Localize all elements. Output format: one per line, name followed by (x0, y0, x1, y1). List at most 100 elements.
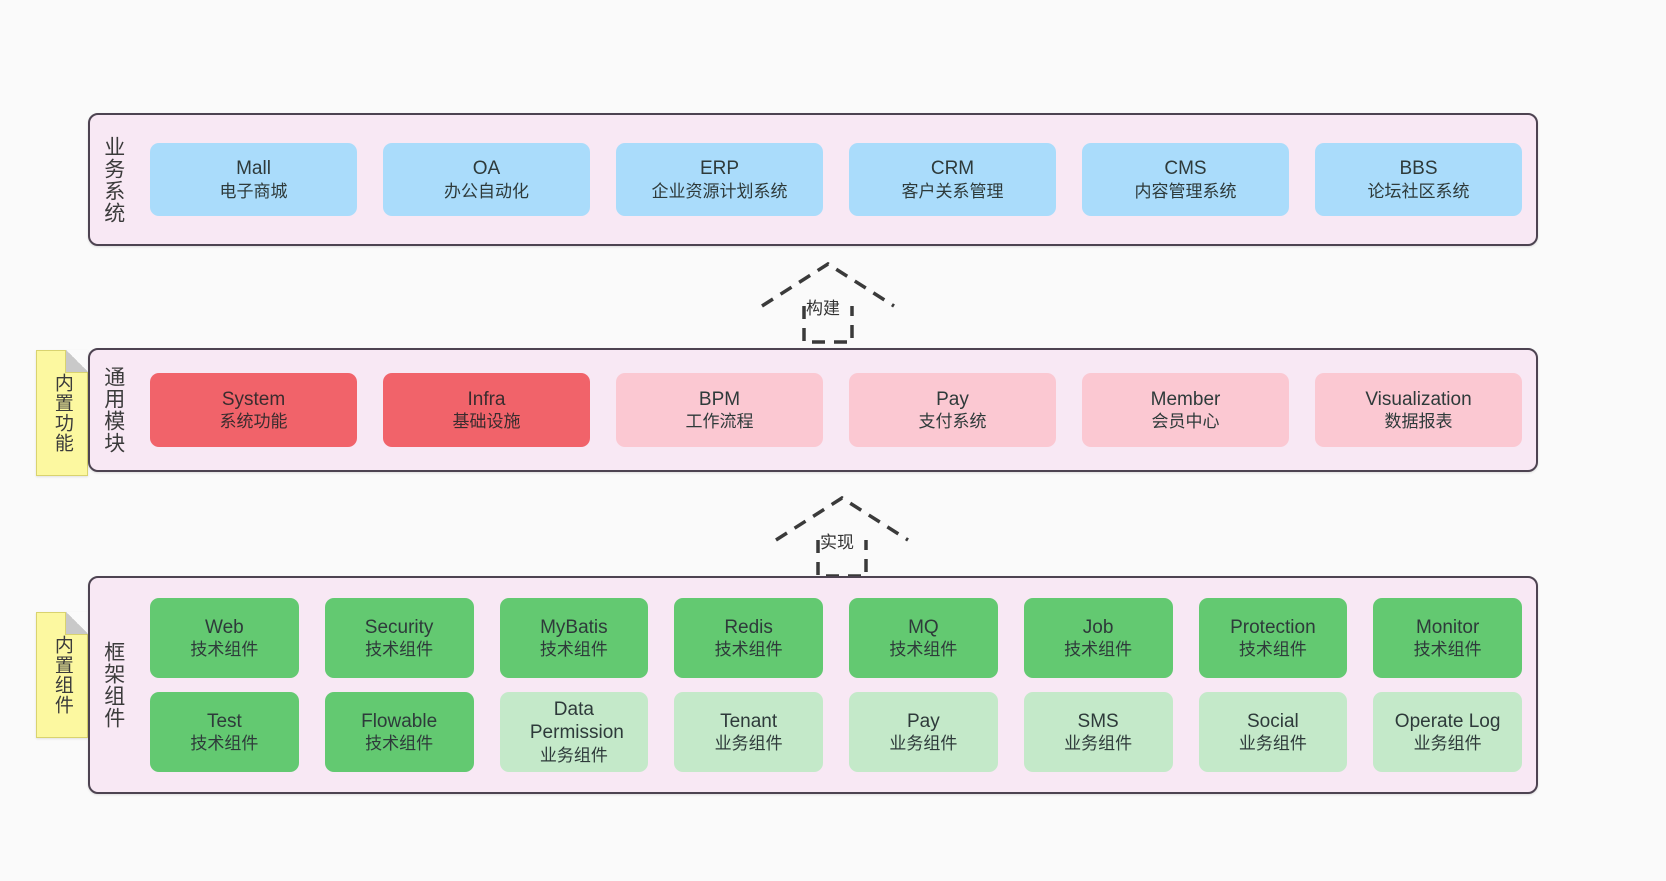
note-builtin-features: 内置功能 (36, 350, 88, 476)
node-bbs-name: BBS (1399, 158, 1438, 179)
node-system[interactable]: System 系统功能 (150, 373, 357, 447)
node-security-name: Security (364, 616, 434, 638)
layer-business-system: 业务系统 Mall 电子商城 OA 办公自动化 ERP 企业资源计划系统 CRM (88, 113, 1538, 246)
node-bpm[interactable]: BPM 工作流程 (616, 373, 823, 447)
layer-business-system-body: Mall 电子商城 OA 办公自动化 ERP 企业资源计划系统 CRM 客户关系… (136, 115, 1536, 244)
node-monitor-name: Monitor (1415, 616, 1480, 638)
node-sms-sub: 业务组件 (1064, 734, 1133, 754)
node-mall[interactable]: Mall 电子商城 (150, 143, 357, 216)
node-pay-module[interactable]: Pay 支付系统 (849, 373, 1056, 447)
node-data-permission-name: Data Permission (529, 698, 624, 744)
node-job-sub: 技术组件 (1064, 640, 1133, 660)
connector-build-arrowhead (761, 261, 895, 308)
layer-business-system-row: Mall 电子商城 OA 办公自动化 ERP 企业资源计划系统 CRM 客户关系… (150, 143, 1522, 216)
node-bbs[interactable]: BBS 论坛社区系统 (1315, 143, 1522, 216)
node-bpm-name: BPM (698, 388, 741, 410)
node-sms[interactable]: SMS 业务组件 (1023, 692, 1173, 772)
node-infra-sub: 基础设施 (452, 412, 521, 432)
node-cms[interactable]: CMS 内容管理系统 (1082, 143, 1289, 216)
node-system-sub: 系统功能 (219, 412, 288, 432)
node-monitor-sub: 技术组件 (1413, 640, 1482, 660)
node-social[interactable]: Social 业务组件 (1198, 692, 1348, 772)
node-web-name: Web (205, 616, 244, 638)
node-oa-sub: 办公自动化 (444, 181, 529, 201)
layer-framework-row-tech: Web 技术组件 Security 技术组件 MyBatis 技术组件 Redi… (150, 598, 1522, 678)
node-pay-component-name: Pay (907, 710, 940, 732)
note-builtin-components-text: 内置组件 (51, 635, 73, 715)
node-visualization[interactable]: Visualization 数据报表 (1315, 373, 1522, 447)
node-bpm-sub: 工作流程 (685, 412, 754, 432)
node-operate-log[interactable]: Operate Log 业务组件 (1373, 692, 1522, 772)
node-member[interactable]: Member 会员中心 (1082, 373, 1289, 447)
node-data-permission[interactable]: Data Permission 业务组件 (499, 692, 649, 772)
node-pay-component[interactable]: Pay 业务组件 (849, 692, 998, 772)
node-crm-name: CRM (930, 158, 975, 179)
node-visualization-name: Visualization (1365, 388, 1472, 410)
node-sms-name: SMS (1077, 710, 1119, 732)
node-job[interactable]: Job 技术组件 (1023, 598, 1173, 678)
node-social-name: Social (1247, 710, 1299, 732)
node-web-sub: 技术组件 (190, 640, 259, 660)
node-test-sub: 技术组件 (190, 734, 259, 754)
connector-build-label: 构建 (806, 299, 840, 318)
node-redis[interactable]: Redis 技术组件 (674, 598, 823, 678)
node-infra-name: Infra (467, 388, 506, 410)
node-test-name: Test (206, 710, 242, 732)
node-tenant-name: Tenant (720, 710, 778, 732)
node-security-sub: 技术组件 (365, 640, 434, 660)
node-test[interactable]: Test 技术组件 (150, 692, 299, 772)
node-mybatis[interactable]: MyBatis 技术组件 (499, 598, 649, 678)
node-member-sub: 会员中心 (1151, 412, 1220, 432)
node-visualization-sub: 数据报表 (1384, 412, 1453, 432)
connector-implement-label: 实现 (820, 533, 854, 552)
node-flowable-name: Flowable (361, 710, 438, 732)
node-mybatis-name: MyBatis (540, 616, 608, 638)
node-mall-name: Mall (236, 158, 271, 179)
node-monitor[interactable]: Monitor 技术组件 (1373, 598, 1522, 678)
node-pay-module-sub: 支付系统 (918, 412, 987, 432)
layer-framework-component: 框架组件 Web 技术组件 Security 技术组件 MyBatis 技术组件… (88, 576, 1538, 794)
node-mq-sub: 技术组件 (889, 640, 958, 660)
node-crm-sub: 客户关系管理 (901, 181, 1004, 201)
node-protection-sub: 技术组件 (1238, 640, 1307, 660)
connector-build: 构建 (758, 258, 898, 344)
node-web[interactable]: Web 技术组件 (150, 598, 299, 678)
node-tenant[interactable]: Tenant 业务组件 (674, 692, 823, 772)
layer-common-module-body: System 系统功能 Infra 基础设施 BPM 工作流程 Pay 支付系统… (136, 350, 1536, 470)
node-social-sub: 业务组件 (1238, 734, 1307, 754)
node-job-name: Job (1082, 616, 1114, 638)
node-mq-name: MQ (908, 616, 939, 638)
node-erp-sub: 企业资源计划系统 (651, 181, 788, 201)
node-redis-sub: 技术组件 (714, 640, 783, 660)
node-operate-log-sub: 业务组件 (1413, 734, 1482, 754)
node-security[interactable]: Security 技术组件 (324, 598, 474, 678)
node-infra[interactable]: Infra 基础设施 (383, 373, 590, 447)
layer-framework-component-label: 框架组件 (101, 641, 125, 729)
connector-implement: 实现 (772, 492, 912, 578)
node-flowable[interactable]: Flowable 技术组件 (324, 692, 474, 772)
node-erp-name: ERP (699, 158, 740, 179)
node-redis-name: Redis (724, 616, 773, 638)
node-flowable-sub: 技术组件 (365, 734, 434, 754)
node-mall-sub: 电子商城 (219, 181, 288, 201)
node-oa[interactable]: OA 办公自动化 (383, 143, 590, 216)
node-pay-module-name: Pay (936, 388, 969, 410)
node-tenant-sub: 业务组件 (714, 734, 783, 754)
node-member-name: Member (1150, 388, 1221, 410)
node-pay-component-sub: 业务组件 (889, 734, 958, 754)
node-cms-sub: 内容管理系统 (1134, 181, 1237, 201)
node-oa-name: OA (472, 158, 501, 179)
connector-implement-arrowhead (775, 495, 909, 542)
node-bbs-sub: 论坛社区系统 (1367, 181, 1470, 201)
node-protection[interactable]: Protection 技术组件 (1198, 598, 1348, 678)
node-erp[interactable]: ERP 企业资源计划系统 (616, 143, 823, 216)
layer-common-module: 通用模块 System 系统功能 Infra 基础设施 BPM 工作流程 Pay (88, 348, 1538, 472)
node-operate-log-name: Operate Log (1394, 710, 1501, 732)
layer-framework-row-business: Test 技术组件 Flowable 技术组件 Data Permission … (150, 692, 1522, 772)
node-mybatis-sub: 技术组件 (539, 640, 608, 660)
node-crm[interactable]: CRM 客户关系管理 (849, 143, 1056, 216)
node-mq[interactable]: MQ 技术组件 (849, 598, 998, 678)
layer-framework-component-body: Web 技术组件 Security 技术组件 MyBatis 技术组件 Redi… (136, 578, 1536, 792)
node-cms-name: CMS (1164, 158, 1207, 179)
